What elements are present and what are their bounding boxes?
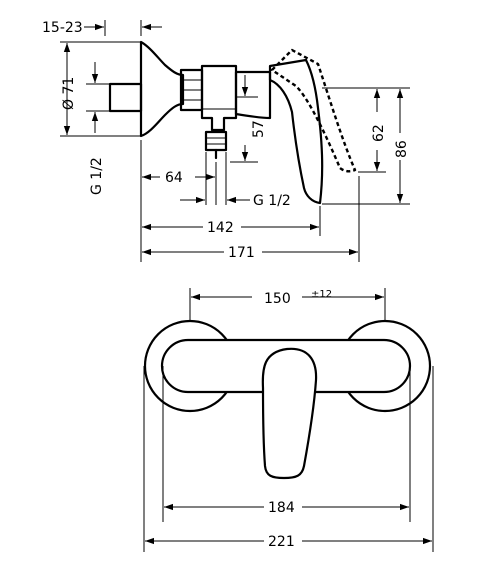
front-view-dimensions: 150 ±12 184 221 — [143, 288, 434, 552]
dim-offset-64: 64 — [165, 170, 183, 186]
side-view-dimensions: 15-23 Ø 71 G 1/2 64 G 1/2 142 — [42, 20, 410, 262]
dim-wall-depth: 15-23 — [42, 20, 83, 36]
dim-height-57: 57 — [251, 120, 267, 138]
dim-centers-150: 150 — [264, 291, 291, 307]
dim-tolerance: ±12 — [311, 289, 332, 300]
side-view — [108, 40, 357, 205]
wall-flange — [139, 40, 185, 138]
front-view — [143, 319, 432, 480]
cartridge-housing — [234, 70, 272, 120]
lever-handle — [268, 58, 324, 205]
lever-front — [261, 347, 318, 480]
dim-height-86: 86 — [394, 140, 410, 158]
valve-body — [200, 64, 238, 132]
hex-nut — [179, 68, 204, 112]
dim-length-142: 142 — [207, 220, 234, 236]
outlet-connection — [204, 130, 228, 160]
dim-diameter: Ø 71 — [61, 77, 77, 110]
dim-thread-outlet: G 1/2 — [253, 193, 291, 209]
dim-length-171: 171 — [228, 245, 255, 261]
lever-handle-alt — [270, 48, 357, 173]
inlet-pipe — [108, 82, 143, 113]
dim-width-221: 221 — [268, 534, 295, 550]
dim-width-184: 184 — [268, 500, 295, 516]
dim-height-62: 62 — [371, 124, 387, 142]
dim-thread-inlet: G 1/2 — [89, 157, 105, 195]
